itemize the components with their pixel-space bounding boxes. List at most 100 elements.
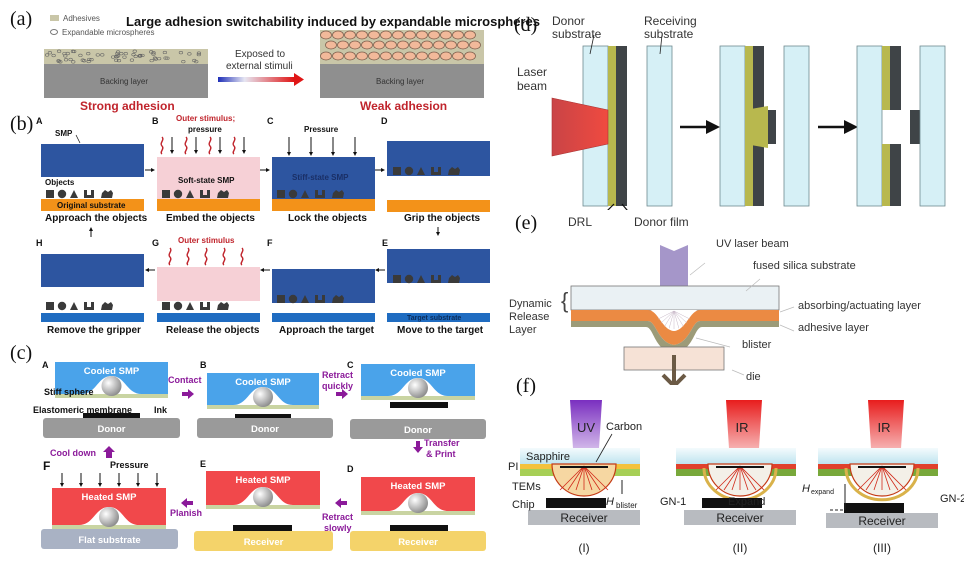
crack-line bbox=[881, 465, 891, 491]
step-letter-A: A bbox=[36, 116, 43, 126]
ray bbox=[673, 310, 688, 324]
microsphere bbox=[137, 54, 143, 58]
stimulus-wave bbox=[160, 136, 164, 155]
beam-label: IR bbox=[736, 420, 749, 435]
stimulus-label: Outer stimulus bbox=[178, 236, 235, 245]
expanded-microsphere bbox=[404, 51, 416, 61]
down-arrow-icon bbox=[413, 441, 423, 453]
drl-label-2: Release bbox=[509, 311, 550, 323]
flow-arrowhead bbox=[381, 168, 385, 172]
stiff-sphere bbox=[99, 507, 119, 527]
die-label: die bbox=[746, 371, 761, 383]
microsphere bbox=[151, 51, 156, 55]
square-object bbox=[162, 302, 170, 310]
flow-arrowhead bbox=[89, 227, 93, 231]
substrate bbox=[157, 199, 260, 211]
smp-label: Heated SMP bbox=[236, 475, 292, 486]
crack-line bbox=[739, 465, 749, 491]
microsphere bbox=[119, 51, 124, 56]
stimulus-wave bbox=[208, 136, 212, 155]
expanded-microsphere bbox=[452, 51, 464, 61]
cup-object bbox=[200, 190, 210, 198]
step-caption: Remove the gripper bbox=[47, 325, 141, 335]
stimulus-label: Outer stimulus; bbox=[176, 114, 235, 123]
flow-arrowhead bbox=[266, 168, 270, 172]
circle-object bbox=[173, 189, 183, 199]
expanded-microsphere bbox=[332, 30, 344, 40]
receiver-label: Receiver bbox=[716, 511, 763, 525]
expanded-shell bbox=[844, 467, 920, 502]
microsphere bbox=[95, 53, 100, 57]
stimulus-wave bbox=[204, 247, 208, 266]
gn1-label: GN-1 bbox=[660, 496, 686, 508]
substrate-label: fused silica substrate bbox=[753, 260, 856, 272]
stimulus-wave bbox=[168, 247, 172, 266]
expanded-microsphere bbox=[385, 40, 397, 50]
retract-slowly-label-1: Retract bbox=[322, 512, 353, 522]
fused-silica-substrate bbox=[570, 285, 780, 311]
absorbing-layer-label: absorbing/actuating layer bbox=[798, 300, 921, 312]
smp-label: Cooled SMP bbox=[84, 366, 140, 377]
arrow-1 bbox=[680, 120, 720, 134]
h-blister-label: H bbox=[606, 496, 614, 508]
expanded-microsphere bbox=[416, 51, 428, 61]
expanded-microsphere bbox=[404, 30, 416, 40]
base-substrate bbox=[350, 531, 486, 551]
triangle-object bbox=[417, 167, 425, 175]
ink-film bbox=[233, 525, 292, 531]
donor-film-label: Donor film bbox=[634, 215, 689, 229]
step-letter-D: D bbox=[347, 464, 354, 474]
square-object bbox=[46, 302, 54, 310]
cool-down-label: Cool down bbox=[50, 448, 96, 458]
base-substrate bbox=[197, 418, 333, 438]
stimulus-wave bbox=[222, 247, 226, 266]
expanded-microsphere bbox=[320, 51, 332, 61]
smp-label: Heated SMP bbox=[391, 481, 447, 492]
expanded-microsphere bbox=[464, 30, 476, 40]
down-arrow-icon bbox=[661, 355, 687, 385]
expanded-microsphere bbox=[344, 51, 356, 61]
ink-film bbox=[83, 413, 140, 419]
stiff-sphere bbox=[101, 376, 122, 396]
flow-arrowhead bbox=[260, 268, 264, 272]
triangle-object bbox=[70, 190, 78, 198]
step-caption: Embed the objects bbox=[166, 213, 255, 224]
crack-line bbox=[857, 465, 883, 491]
expanded-microsphere bbox=[416, 30, 428, 40]
objects bbox=[46, 189, 113, 199]
ray bbox=[657, 310, 675, 320]
step-letter-G: G bbox=[152, 238, 159, 248]
blister-subscript: blister bbox=[616, 501, 638, 510]
crack-line bbox=[583, 465, 609, 491]
stage-1 bbox=[551, 34, 673, 207]
drl-label: DRL bbox=[568, 215, 593, 229]
expanded-microsphere bbox=[344, 30, 356, 40]
step-caption: Grip the objects bbox=[404, 213, 481, 224]
base-substrate bbox=[350, 419, 486, 439]
microsphere bbox=[86, 52, 91, 56]
adhesive-layer-label: adhesive layer bbox=[798, 322, 869, 334]
objects-label: Objects bbox=[45, 178, 75, 187]
circle-object bbox=[57, 189, 67, 199]
expanded-drl bbox=[745, 106, 768, 148]
cup-object bbox=[431, 167, 441, 175]
ray bbox=[664, 310, 675, 327]
h-expand-label: H bbox=[802, 483, 810, 495]
membrane-label: Elastomeric membrane bbox=[33, 405, 132, 415]
microsphere bbox=[140, 53, 145, 58]
microsphere bbox=[58, 60, 63, 64]
microsphere bbox=[68, 57, 73, 62]
carbon-label: Carbon bbox=[606, 421, 642, 433]
stimulus-arrow-shaft bbox=[218, 77, 294, 82]
objects bbox=[277, 294, 344, 304]
objects bbox=[393, 166, 460, 176]
expanded-microspheres bbox=[320, 30, 481, 61]
cup-object bbox=[431, 275, 441, 283]
right-arrow-icon bbox=[182, 389, 194, 399]
expanded-microsphere bbox=[445, 40, 457, 50]
crack-line bbox=[575, 465, 585, 491]
crack-line bbox=[731, 465, 741, 491]
expanded-microsphere bbox=[373, 40, 385, 50]
arrow-2 bbox=[818, 120, 858, 134]
